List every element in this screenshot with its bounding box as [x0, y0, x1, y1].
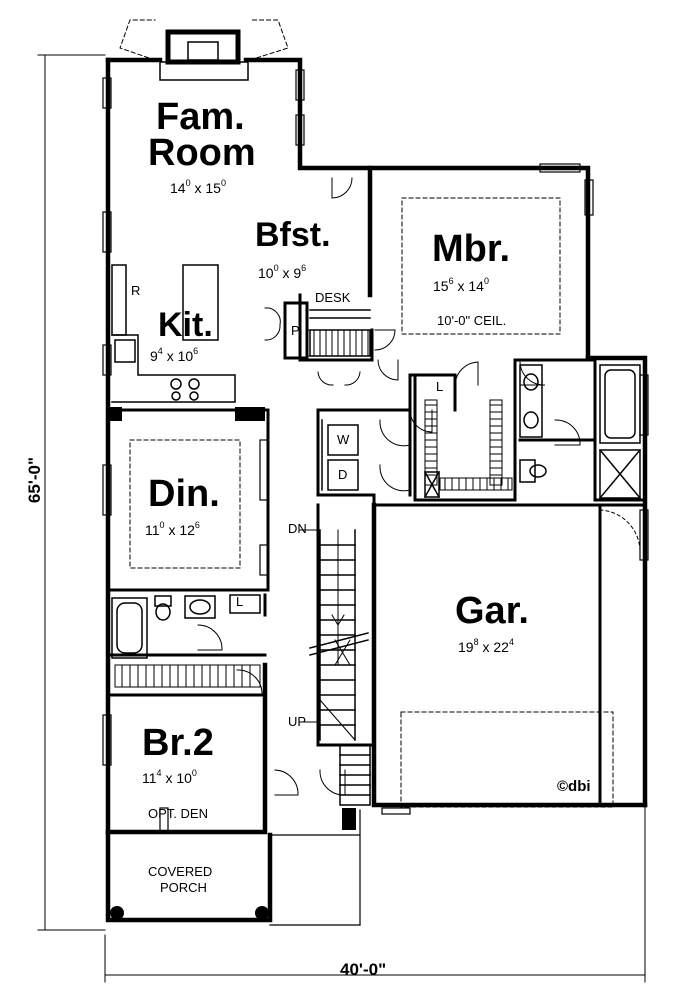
- bedroom2-dimensions: 114 x 100: [142, 768, 197, 786]
- stair: [299, 529, 371, 806]
- master-linen-label: L: [436, 379, 444, 394]
- master-bedroom-name: Mbr.: [432, 228, 511, 270]
- windows: [102, 69, 649, 834]
- washer-label: W: [337, 432, 350, 447]
- fireplace: [119, 19, 289, 81]
- master-bedroom-dimensions: 156 x 140: [433, 276, 489, 294]
- dimension-lines: [37, 54, 646, 983]
- porch-label-line1: COVERED: [148, 864, 213, 879]
- garage-dimensions: 198 x 224: [458, 637, 514, 655]
- breakfast-dimensions: 100 x 96: [258, 263, 307, 281]
- hall-linen-label: L: [236, 594, 244, 609]
- porch-label-line2: PORCH: [160, 880, 207, 895]
- porch-columns: [108, 407, 356, 920]
- dryer-label: D: [338, 467, 348, 482]
- pantry-label: P: [291, 323, 300, 338]
- laundry-fixtures: [321, 419, 359, 491]
- garage-name: Gar.: [455, 590, 529, 632]
- bedroom2-name: Br.2: [142, 722, 214, 764]
- breakfast-name: Bfst.: [255, 216, 331, 254]
- desk-label: DESK: [315, 290, 351, 305]
- overall-width-label: 40'-0": [340, 960, 387, 979]
- bedroom2-note: OPT. DEN: [148, 806, 208, 821]
- refrigerator-label: R: [131, 283, 141, 298]
- dining-name: Din.: [148, 473, 220, 515]
- family-room-name-line1: Fam.: [156, 96, 245, 138]
- dining-dimensions: 110 x 126: [145, 520, 200, 538]
- porch: [269, 807, 411, 926]
- copyright-label: ©dbi: [557, 778, 591, 795]
- overall-depth-label: 65'-0": [25, 456, 44, 504]
- kitchen-fixtures: [111, 264, 236, 403]
- stair-up-label: UP: [288, 714, 307, 729]
- closet-shelves: [114, 329, 513, 688]
- master-ceiling-note: 10'-0" CEIL.: [437, 313, 507, 328]
- stair-down-label: DN: [288, 521, 307, 536]
- kitchen-name: Kit.: [158, 306, 213, 344]
- kitchen-dimensions: 94 x 106: [150, 346, 199, 364]
- ceiling-outlines: [129, 197, 614, 808]
- family-room-name-line2: Room: [148, 132, 256, 174]
- family-room-dimensions: 140 x 150: [170, 178, 226, 196]
